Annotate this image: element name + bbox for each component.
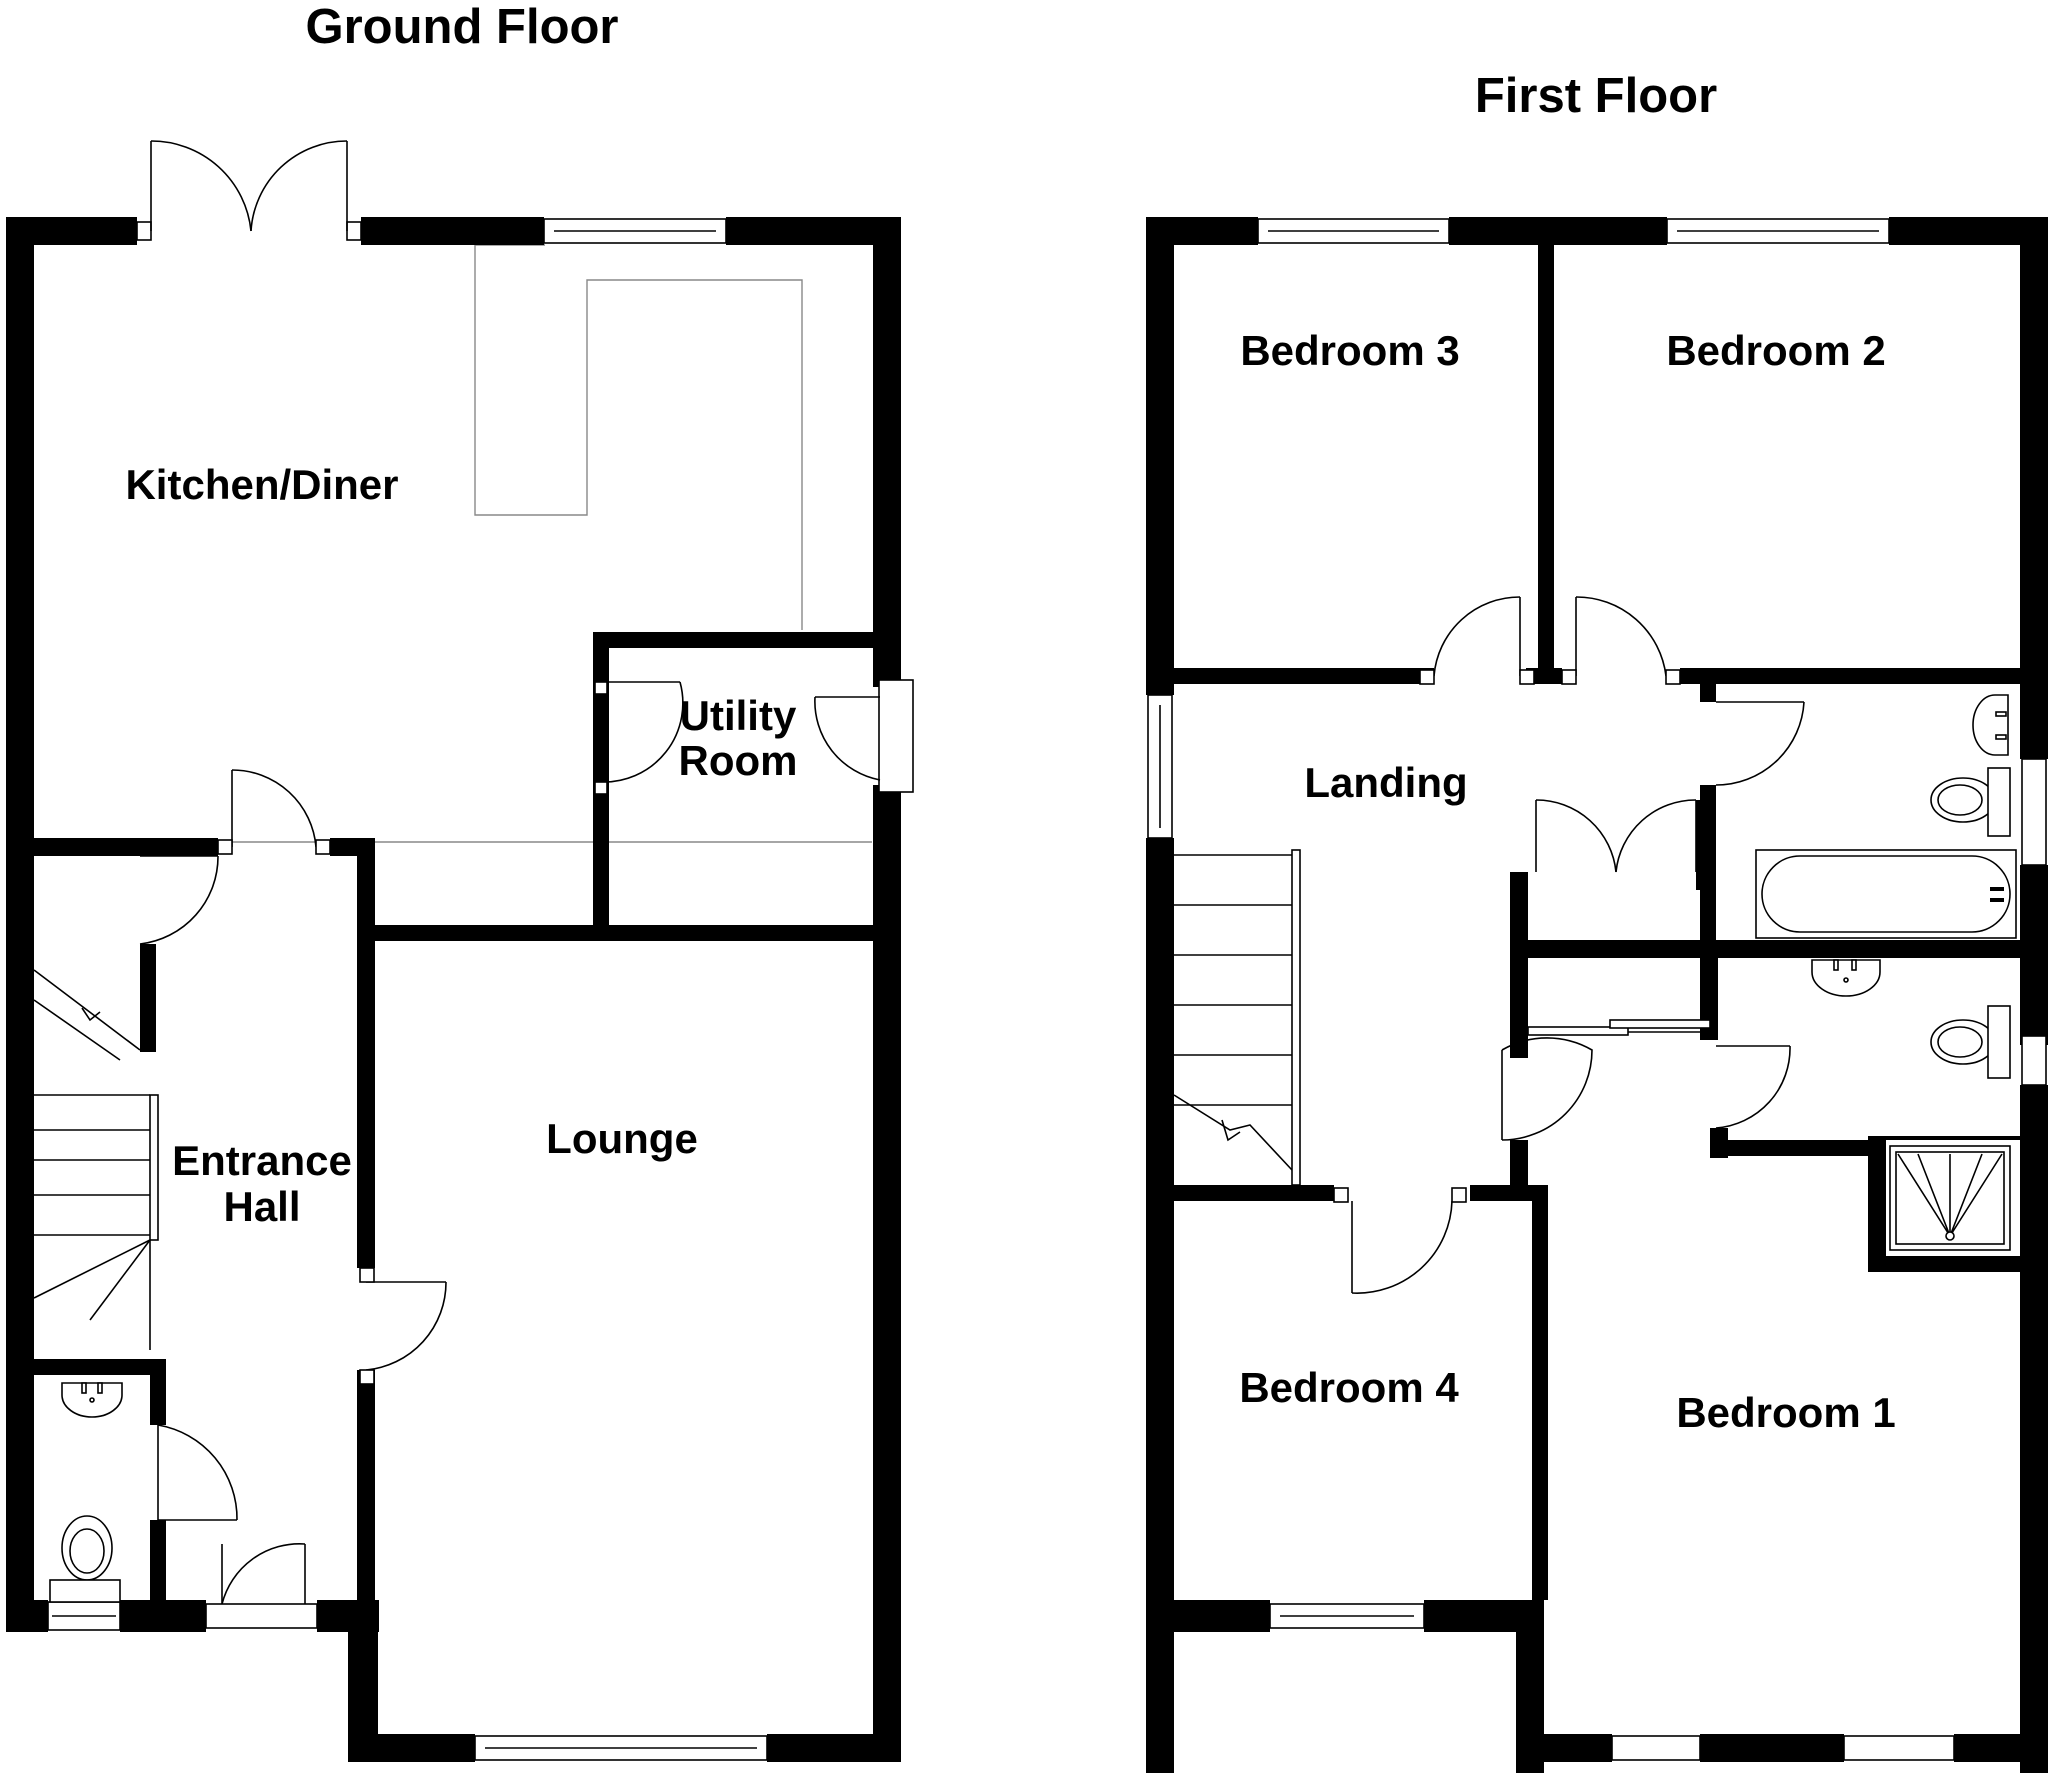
room-label-entrance-line2: Hall (223, 1183, 300, 1230)
french-doors (136, 140, 362, 241)
door-bathroom (1715, 701, 1805, 786)
door-utility (594, 681, 684, 795)
first-stairs (1173, 849, 1301, 1186)
door-kitchen-hall (217, 769, 331, 855)
room-label-bedroom1: Bedroom 1 (1676, 1389, 1895, 1436)
ensuite-fixtures (1811, 959, 2020, 1251)
door-lounge (359, 1267, 447, 1385)
room-label-utility-line2: Room (679, 737, 798, 784)
bathroom-fixtures (1755, 694, 2017, 939)
room-label-kitchen-diner: Kitchen/Diner (125, 461, 398, 508)
door-cupboard (139, 855, 219, 945)
bedroom1-window-a (1611, 1735, 1701, 1761)
ground-stairs (33, 969, 159, 1350)
first-outer-walls (1146, 217, 2048, 1773)
door-bedroom2 (1561, 596, 1681, 685)
ensuite-window (2021, 1035, 2047, 1086)
door-bedroom4 (1333, 1187, 1467, 1294)
ground-inner-walls (28, 632, 880, 1610)
door-airing-cupboard (1535, 799, 1700, 890)
ground-floor-title: Ground Floor (306, 0, 619, 54)
bedroom1-window-b (1843, 1735, 1955, 1761)
first-floor-title: First Floor (1475, 69, 1717, 123)
room-label-bedroom4: Bedroom 4 (1239, 1364, 1459, 1411)
door-utility-back (814, 696, 881, 781)
room-label-bedroom3: Bedroom 3 (1240, 327, 1459, 374)
sliding-cupboard (1527, 1019, 1711, 1036)
room-label-entrance-line1: Entrance (172, 1137, 352, 1184)
door-wc (157, 1424, 238, 1521)
ground-outer-walls (6, 217, 901, 1762)
kitchen-counter (474, 245, 803, 630)
room-label-lounge: Lounge (546, 1115, 698, 1162)
room-label-landing: Landing (1304, 759, 1467, 806)
door-ensuite (1715, 1045, 1791, 1129)
first-floor-plan: First Floor Bedroom 3 Bedroom 2 Landing … (1146, 69, 2048, 1773)
door-bedroom1 (1501, 1037, 1593, 1141)
room-label-bedroom2: Bedroom 2 (1666, 327, 1885, 374)
bathroom-window (2021, 758, 2047, 866)
bathroom-basin (1972, 694, 2009, 756)
bath (1755, 849, 2017, 939)
wc-basin (61, 1382, 123, 1418)
first-inner-walls (1174, 217, 2020, 1600)
ground-floor-plan: Ground Floor Kitchen/Diner Utility Room … (6, 0, 914, 1762)
door-bedroom3 (1419, 596, 1535, 685)
room-label-utility-line1: Utility (680, 692, 797, 739)
wc-fixtures (49, 1382, 123, 1603)
front-door (205, 1543, 318, 1629)
utility-window (878, 679, 914, 793)
